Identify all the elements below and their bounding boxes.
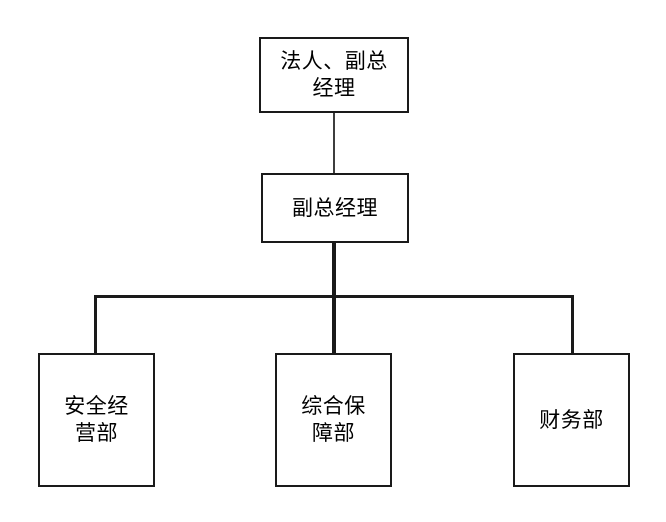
node-label: 副总经理 — [292, 196, 378, 220]
node-label: 安全经 营部 — [64, 395, 129, 445]
node-safety-operations-dept: 安全经 营部 — [38, 353, 155, 487]
node-deputy-general-manager: 副总经理 — [261, 173, 409, 243]
connector-drop-department-0 — [94, 295, 97, 353]
node-label: 综合保 障部 — [301, 395, 366, 445]
connector-drop-department-1 — [332, 295, 336, 353]
node-comprehensive-support-dept: 综合保 障部 — [275, 353, 392, 487]
connector-drop-department-2 — [571, 295, 574, 353]
node-label: 财务部 — [539, 408, 604, 432]
node-label: 法人、副总 经理 — [280, 50, 388, 100]
node-legal-rep-deputy-gm: 法人、副总 经理 — [259, 37, 409, 113]
connector-deputy-to-bus — [332, 243, 336, 298]
node-finance-dept: 财务部 — [513, 353, 630, 487]
connector-top-to-deputy — [333, 113, 335, 173]
